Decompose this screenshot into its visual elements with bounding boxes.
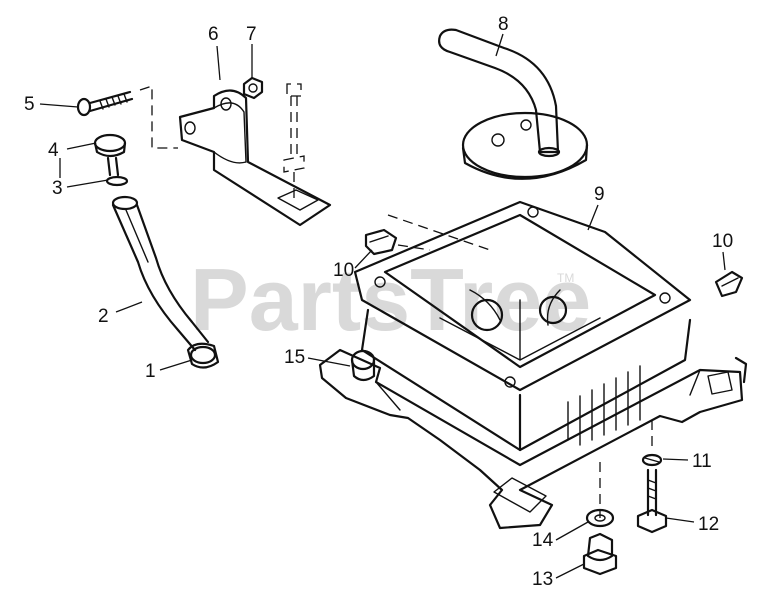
leader-13	[555, 563, 585, 579]
leader-15	[307, 357, 351, 367]
callout-12: 12	[698, 514, 719, 535]
callout-10-left: 10	[333, 260, 354, 281]
leader-12	[665, 517, 695, 523]
callout-9: 9	[594, 184, 605, 205]
watermark-trademark: TM	[557, 271, 574, 285]
leader-14	[555, 521, 589, 541]
leader-5	[39, 103, 79, 108]
leader-10-left	[354, 249, 373, 269]
part-12-bolt	[636, 468, 668, 534]
callout-7: 7	[246, 24, 257, 45]
part-14-washer	[585, 508, 615, 528]
part-5-screw	[76, 90, 134, 117]
callout-5: 5	[24, 94, 35, 115]
part-9-gasket	[353, 200, 692, 392]
callout-13: 13	[532, 569, 553, 590]
part-11-lock-washer	[641, 453, 663, 467]
part-1-grommet	[186, 342, 220, 369]
part-2-filler-tube	[111, 195, 210, 352]
part-7-nut	[242, 76, 264, 100]
leader-6	[216, 45, 221, 81]
part-15-oil-sump	[318, 289, 748, 530]
leader-10-right	[722, 251, 726, 271]
callout-2: 2	[98, 306, 109, 327]
part-3-o-ring	[105, 175, 129, 187]
assembly-line-10-left	[397, 244, 431, 251]
part-13-drain-plug	[582, 532, 618, 576]
callout-11: 11	[692, 451, 712, 472]
part-6-bracket	[178, 89, 332, 227]
callout-8: 8	[498, 14, 509, 35]
part-10-plug-left	[364, 228, 398, 256]
assembly-line-9	[387, 214, 491, 251]
callout-3: 3	[52, 178, 63, 199]
mounting-bolt-dashed	[283, 83, 305, 200]
callout-4: 4	[48, 140, 59, 161]
callout-1: 1	[145, 361, 156, 382]
watermark-text: PartsTree	[190, 250, 591, 349]
leader-3	[66, 179, 109, 188]
leader-9	[587, 204, 599, 231]
leader-8	[495, 33, 504, 57]
leader-2	[115, 301, 143, 313]
assembly-line-5	[139, 85, 178, 149]
part-10-plug-right	[714, 270, 744, 298]
callout-6: 6	[208, 24, 219, 45]
callout-14: 14	[532, 530, 554, 551]
callout-10-right: 10	[712, 231, 733, 252]
part-4-dipstick-cap	[93, 133, 127, 177]
leader-4	[66, 142, 97, 150]
leader-1	[159, 359, 193, 371]
leader-11	[662, 458, 689, 461]
part-8-breather-assembly	[438, 28, 589, 180]
callout-15: 15	[284, 347, 305, 368]
